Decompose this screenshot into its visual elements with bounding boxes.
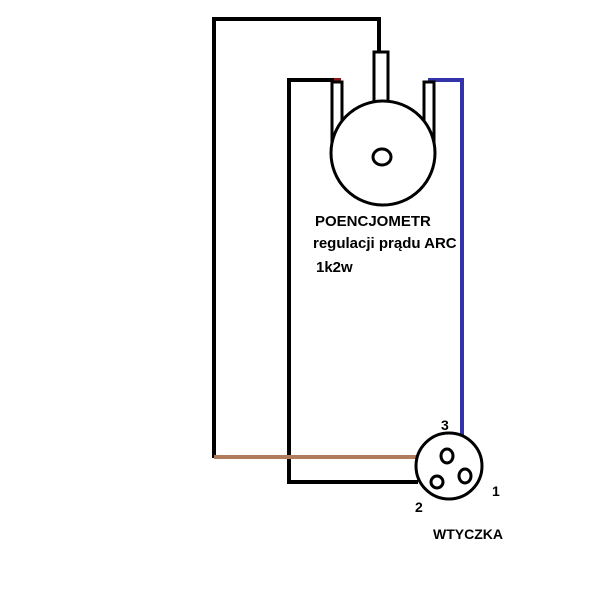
wire-blue — [428, 78, 464, 474]
wire-inner-black — [287, 78, 418, 484]
plug-pin-1 — [457, 467, 473, 485]
potentiometer-label-line1: POENCJOMETR — [315, 213, 431, 230]
plug-pin-3-label: 3 — [441, 417, 449, 433]
plug-label: WTYCZKA — [433, 526, 503, 542]
wire-outer-black — [212, 17, 381, 458]
plug-pin-3 — [439, 447, 455, 465]
plug-pin-2-label: 2 — [415, 499, 423, 515]
potentiometer-label-line2: regulacji prądu ARC — [313, 235, 457, 252]
plug-body — [414, 431, 484, 501]
plug-pin-1-label: 1 — [492, 483, 500, 499]
potentiometer-center-hole — [371, 147, 393, 167]
potentiometer-shaft — [372, 50, 390, 104]
potentiometer-label-line3: 1k2w — [316, 259, 353, 276]
plug-pin-2 — [429, 474, 445, 490]
